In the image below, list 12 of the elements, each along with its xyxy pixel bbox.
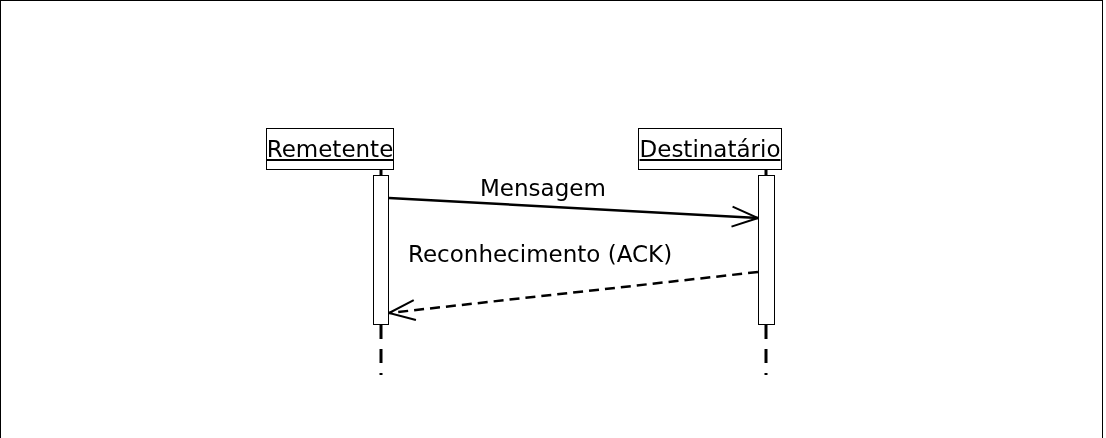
lifeline (764, 170, 768, 175)
lifeline-box (266, 128, 394, 170)
lifeline (379, 325, 383, 375)
message-arrow (388, 196, 759, 228)
lifeline (764, 325, 768, 375)
activation-bar (373, 175, 389, 325)
lifeline-box (638, 128, 782, 170)
participant-name: Destinatário (639, 136, 781, 162)
activation-bar (758, 175, 775, 325)
message-arrow (388, 270, 759, 322)
lifeline (379, 170, 383, 175)
participant-name: Remetente (266, 136, 394, 162)
